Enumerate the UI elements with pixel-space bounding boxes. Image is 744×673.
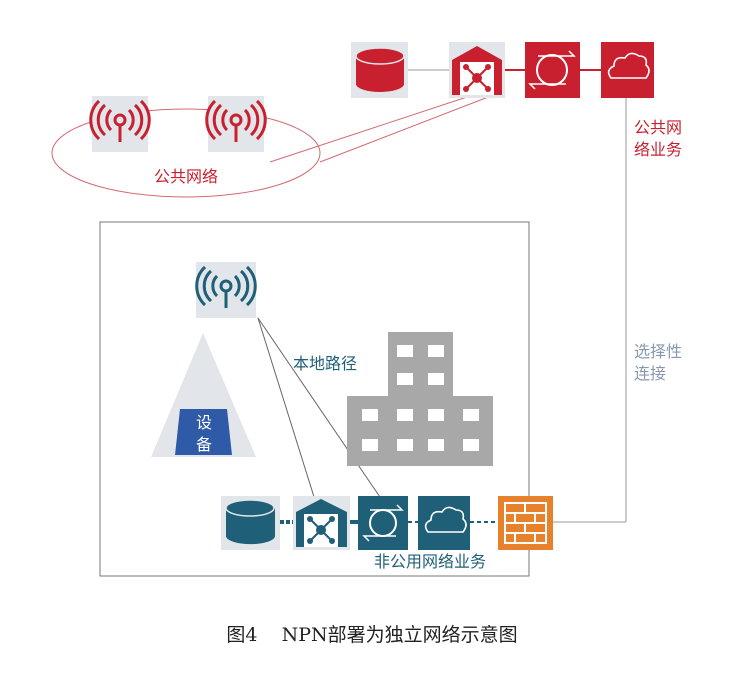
- device-label-line2: 备: [196, 435, 212, 454]
- database-icon: [221, 496, 280, 550]
- public-service-label-line1: 公共网: [634, 118, 682, 137]
- antenna-icon: [194, 260, 258, 320]
- antenna-icon: [89, 94, 151, 154]
- public-network-label: 公共网络: [154, 167, 218, 186]
- router-icon: [358, 496, 408, 550]
- network-hub-icon: [449, 42, 505, 98]
- firewall-icon: [498, 496, 553, 550]
- device-pyramid-icon: [151, 333, 256, 457]
- figure-caption: 图4 NPN部署为独立网络示意图: [226, 624, 517, 646]
- public-network-ellipse: [51, 108, 321, 198]
- public-service-label-line2: 络业务: [634, 140, 682, 159]
- building-icon: [347, 332, 493, 466]
- router-icon: [525, 42, 580, 98]
- network-hub-icon: [293, 496, 350, 550]
- non-public-service-label: 非公用网络业务: [374, 552, 486, 571]
- database-icon: [351, 42, 408, 98]
- private-network-boundary: [99, 221, 530, 577]
- selective-connection-label-line2: 连接: [634, 364, 666, 383]
- device-label-line1: 设: [196, 413, 212, 432]
- antenna-icon: [205, 94, 267, 154]
- cloud-icon: [418, 496, 470, 550]
- cloud-icon: [601, 42, 654, 98]
- selective-connection-label-line1: 选择性: [634, 342, 682, 361]
- local-path-label: 本地路径: [293, 354, 357, 373]
- connection-lines: [257, 69, 627, 549]
